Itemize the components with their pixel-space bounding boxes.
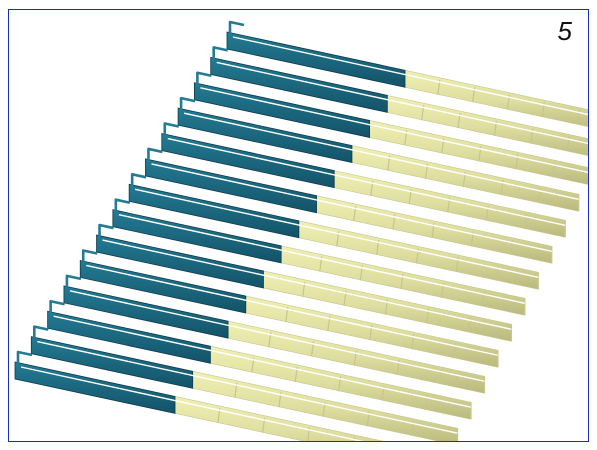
slat-gap-line <box>135 188 539 278</box>
figure-frame: 5 <box>8 9 589 442</box>
slat-12 <box>47 299 472 420</box>
slat-gap-line <box>167 137 566 226</box>
rod-hook <box>49 299 65 316</box>
slat-9 <box>96 223 513 342</box>
slat-8 <box>112 198 526 316</box>
slat-4 <box>177 96 580 212</box>
slat-gap-line <box>69 290 485 382</box>
rod-hook <box>228 20 245 36</box>
rod-hook <box>179 96 196 113</box>
slat-1 <box>226 20 588 127</box>
rod-hook <box>16 350 33 366</box>
slat-gap-line <box>118 214 525 304</box>
slat-gap-line <box>200 87 588 174</box>
slat-13 <box>30 325 459 441</box>
slat-array-drawing <box>14 20 588 441</box>
rod-hook <box>98 223 114 240</box>
rod-hook <box>147 147 163 163</box>
slat-7 <box>128 173 539 290</box>
slat-11 <box>63 274 486 394</box>
slat-gap-line <box>151 163 552 252</box>
slat-2 <box>210 46 588 156</box>
rod-hook <box>33 325 49 341</box>
slat-5 <box>161 122 566 238</box>
rod-hook <box>114 198 131 214</box>
slat-gap-line <box>216 61 588 145</box>
slat-gap-line <box>86 264 498 356</box>
rod-hook <box>163 122 180 138</box>
slat-gap-line <box>37 340 458 434</box>
slat-gap-line <box>53 315 472 408</box>
rod-hook <box>212 46 228 62</box>
rod-hook <box>130 173 147 189</box>
rod-hook <box>65 274 82 290</box>
slat-group <box>14 20 588 441</box>
rod-hook <box>81 249 98 265</box>
slat-6 <box>145 147 553 264</box>
slat-14 <box>14 350 384 441</box>
slat-gap-line <box>183 112 579 200</box>
slat-3 <box>193 71 588 185</box>
slat-gap-line <box>102 239 512 330</box>
rod-hook <box>196 71 212 87</box>
slat-10 <box>79 249 499 368</box>
slat-gap-line <box>232 36 588 116</box>
slat-gap-line <box>20 366 364 441</box>
figure-number-label: 5 <box>557 16 572 46</box>
